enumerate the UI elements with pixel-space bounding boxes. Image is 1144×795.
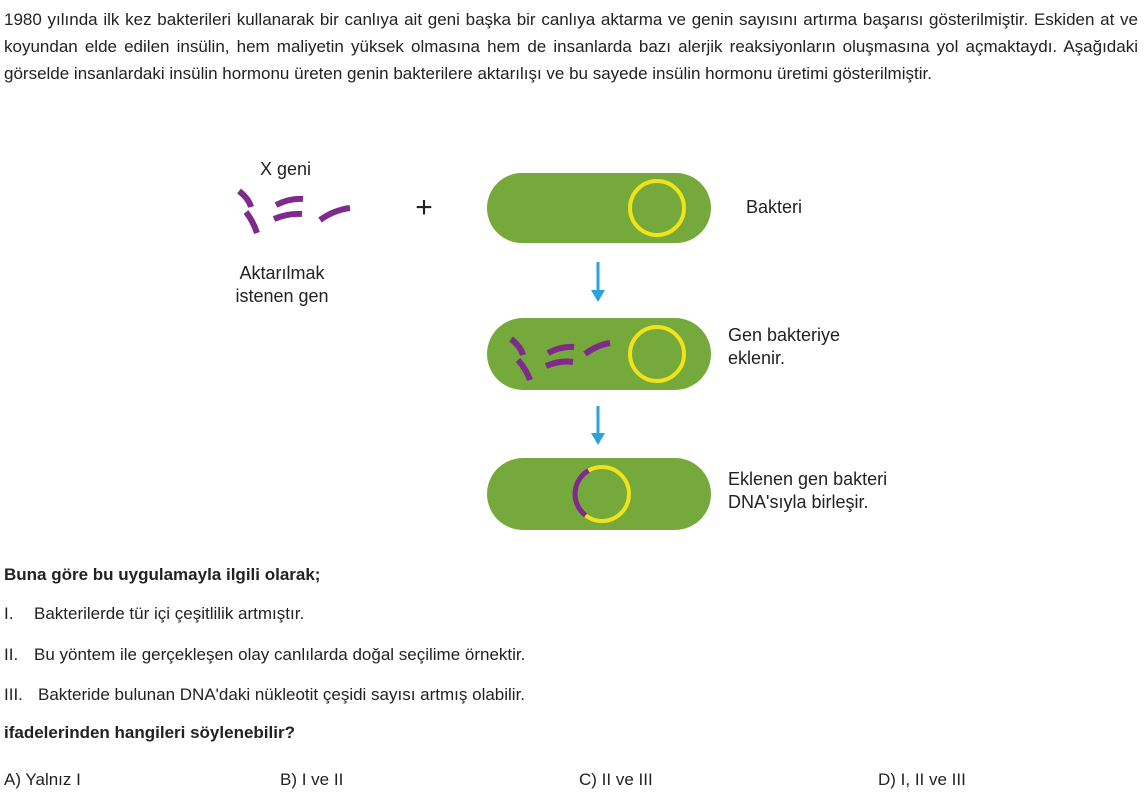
arrow-down-icon xyxy=(591,406,605,445)
statement-1: I. Bakterilerde tür içi çeşitlilik artmış… xyxy=(4,604,304,624)
gene-label: X geni xyxy=(260,159,311,179)
gene-caption-line2: istenen gen xyxy=(235,286,328,306)
plasmid-circle-1 xyxy=(628,179,686,237)
statement-text: Bu yöntem ile gerçekleşen olay canlılard… xyxy=(34,645,526,664)
statement-2: II. Bu yöntem ile gerçekleşen olay canlıl… xyxy=(4,645,525,665)
step3-label-line2: DNA'sıyla birleşir. xyxy=(728,492,868,512)
gene-caption-line1: Aktarılmak xyxy=(239,263,325,283)
bacterium-3 xyxy=(487,458,711,530)
question-lead: Buna göre bu uygulamayla ilgili olarak; xyxy=(4,565,321,584)
statement-text: Bakteride bulunan DNA'daki nükleotit çeş… xyxy=(38,685,526,704)
question-tail: ifadelerinden hangileri söylenebilir? xyxy=(4,723,295,742)
option-a[interactable]: A) Yalnız I xyxy=(4,770,81,789)
step2-label-line1: Gen bakteriye xyxy=(728,325,840,345)
statement-3: III. Bakteride bulunan DNA'daki nükleotit… xyxy=(4,685,525,705)
step3-label-line1: Eklenen gen bakteri xyxy=(728,469,887,489)
plasmid-circle-2 xyxy=(628,325,686,383)
inserted-gene-fragments xyxy=(509,336,611,382)
bacterium-2 xyxy=(487,318,711,390)
plus-sign: + xyxy=(415,191,433,224)
option-c[interactable]: C) II ve III xyxy=(579,770,653,789)
statement-number: I. xyxy=(4,604,14,623)
step1-label: Bakteri xyxy=(746,197,802,217)
x-gene-fragments xyxy=(237,188,351,234)
step2-label-line2: eklenir. xyxy=(728,348,785,368)
statement-text: Bakterilerde tür içi çeşitlilik artmıştı… xyxy=(34,604,305,623)
statement-number: III. xyxy=(4,685,23,704)
option-d[interactable]: D) I, II ve III xyxy=(878,770,966,789)
integrated-gene-arc xyxy=(572,468,590,518)
bacterium-1 xyxy=(487,173,711,243)
option-b[interactable]: B) I ve II xyxy=(280,770,344,789)
intro-paragraph: 1980 yılında ilk kez bakterileri kullana… xyxy=(4,10,1138,83)
arrow-down-icon xyxy=(591,262,605,302)
statement-number: II. xyxy=(4,645,19,664)
